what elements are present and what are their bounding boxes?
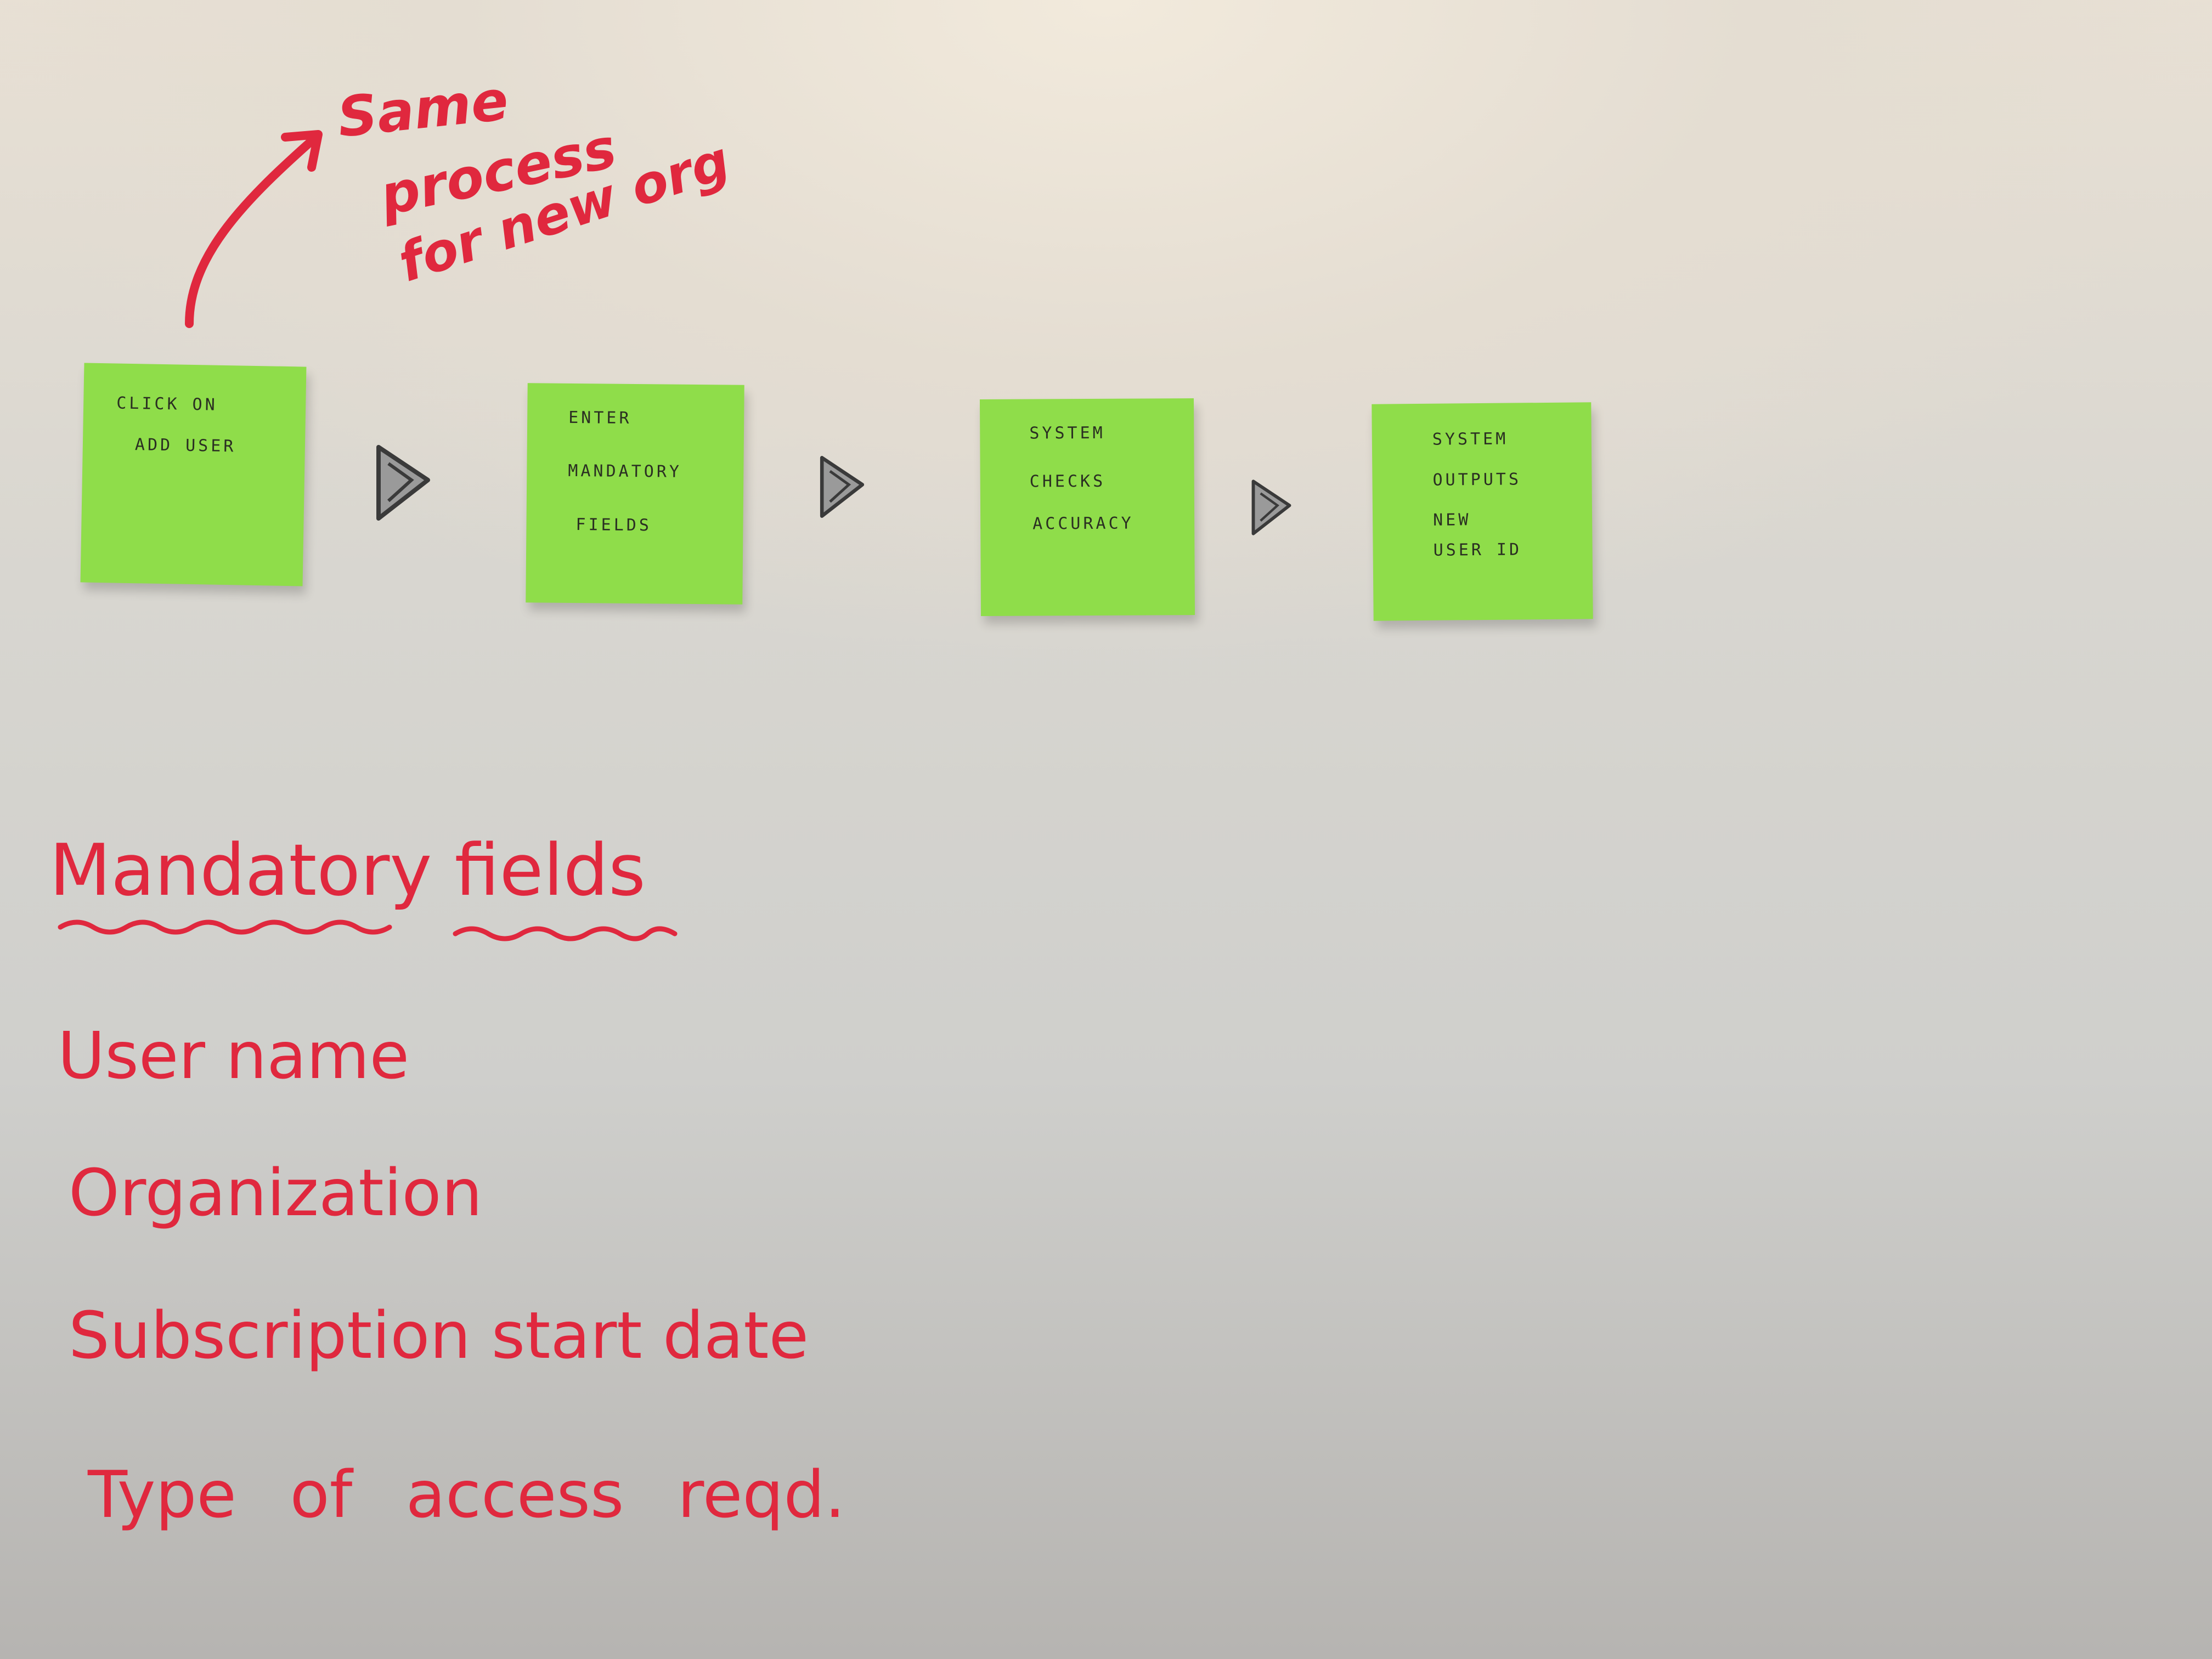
- note-text: ADD USER: [134, 435, 236, 456]
- sticky-note-system-checks-accuracy: SYSTEM CHECKS ACCURACY: [979, 398, 1195, 617]
- arrow-magnet-icon: [376, 445, 430, 521]
- field-organization: Organization: [69, 1155, 483, 1231]
- field-user-name: User name: [58, 1018, 410, 1093]
- note-text: OUTPUTS: [1432, 470, 1522, 490]
- annotation-line-1: Same: [334, 68, 511, 150]
- note-text: USER ID: [1433, 540, 1522, 560]
- note-text: SYSTEM: [1029, 423, 1105, 443]
- sticky-note-enter-mandatory-fields: ENTER MANDATORY FIELDS: [526, 383, 744, 605]
- note-text: FIELDS: [575, 515, 652, 535]
- sticky-note-click-add-user: CLICK ON ADD USER: [80, 363, 307, 586]
- note-text: ACCURACY: [1032, 514, 1134, 534]
- note-text: CLICK ON: [116, 393, 218, 415]
- note-text: NEW: [1432, 510, 1471, 530]
- arrow-magnet-icon: [1251, 479, 1291, 535]
- sticky-note-system-outputs-new-user-id: SYSTEM OUTPUTS NEW USER ID: [1372, 402, 1593, 621]
- arrow-magnet-icon: [820, 456, 865, 518]
- note-text: CHECKS: [1029, 471, 1106, 492]
- note-text: ENTER: [568, 408, 632, 428]
- field-subscription-start-date: Subscription start date: [69, 1297, 809, 1373]
- field-type-of-access: Type of access reqd.: [88, 1457, 845, 1532]
- note-text: MANDATORY: [568, 461, 682, 482]
- mandatory-fields-heading: Mandatory fields: [49, 828, 646, 912]
- note-text: SYSTEM: [1432, 429, 1509, 449]
